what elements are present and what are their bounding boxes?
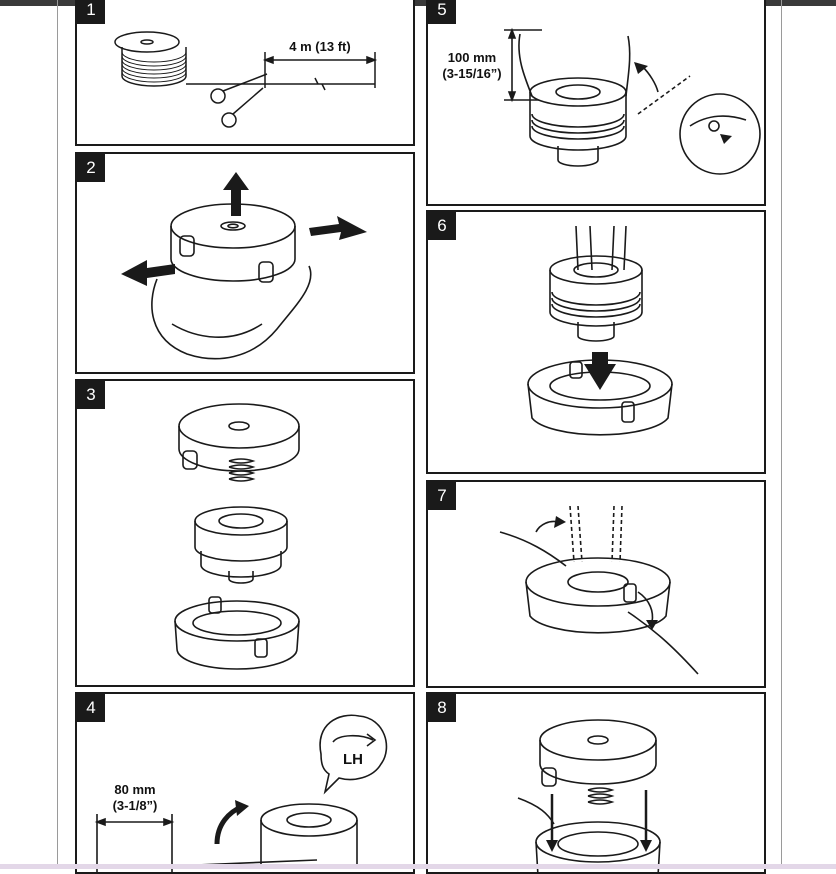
step-4-lh-callout: LH: [343, 751, 363, 768]
step-2-panel: 2: [75, 152, 415, 374]
step-4-number: 4: [77, 694, 105, 722]
step-4-length-label-line1: 80 mm: [114, 782, 156, 797]
page-margin-right: [781, 0, 782, 869]
step-2-illustration: [121, 172, 367, 360]
step-2-number: 2: [77, 154, 105, 182]
page-margin-left: [57, 0, 58, 869]
step-1-length-label: 4 m (13 ft): [289, 39, 351, 54]
step-5-panel: 5 100 mm (3-15/16”): [426, 0, 766, 206]
step-6-illustration: [527, 225, 673, 436]
step-3-panel: 3: [75, 379, 415, 687]
step-4-length-label-line2: (3-1/8”): [112, 798, 158, 813]
step-7-panel: 7: [426, 480, 766, 688]
step-1-number: 1: [77, 0, 105, 24]
step-5-number: 5: [428, 0, 456, 24]
step-7-number: 7: [428, 482, 456, 510]
step-8-illustration: [517, 719, 661, 872]
step-6-panel: 6: [426, 210, 766, 474]
step-5-length-label-line1: 100 mm: [447, 50, 497, 65]
bottom-strip: [0, 864, 836, 869]
step-4-illustration: [94, 714, 388, 872]
step-3-illustration: [174, 403, 300, 670]
step-1-panel: 1 4 m (13 ft): [75, 0, 415, 146]
step-4-panel: 4 80 mm (3-1/8”) LH: [75, 692, 415, 874]
step-8-number: 8: [428, 694, 456, 722]
step-5-length-label-line2: (3-15/16”): [442, 66, 502, 81]
top-bar: [0, 0, 836, 6]
step-8-panel: 8: [426, 692, 766, 874]
step-3-number: 3: [77, 381, 105, 409]
step-1-illustration: [114, 31, 378, 128]
step-7-illustration: [499, 505, 699, 675]
step-5-illustration: [504, 27, 761, 175]
step-6-number: 6: [428, 212, 456, 240]
